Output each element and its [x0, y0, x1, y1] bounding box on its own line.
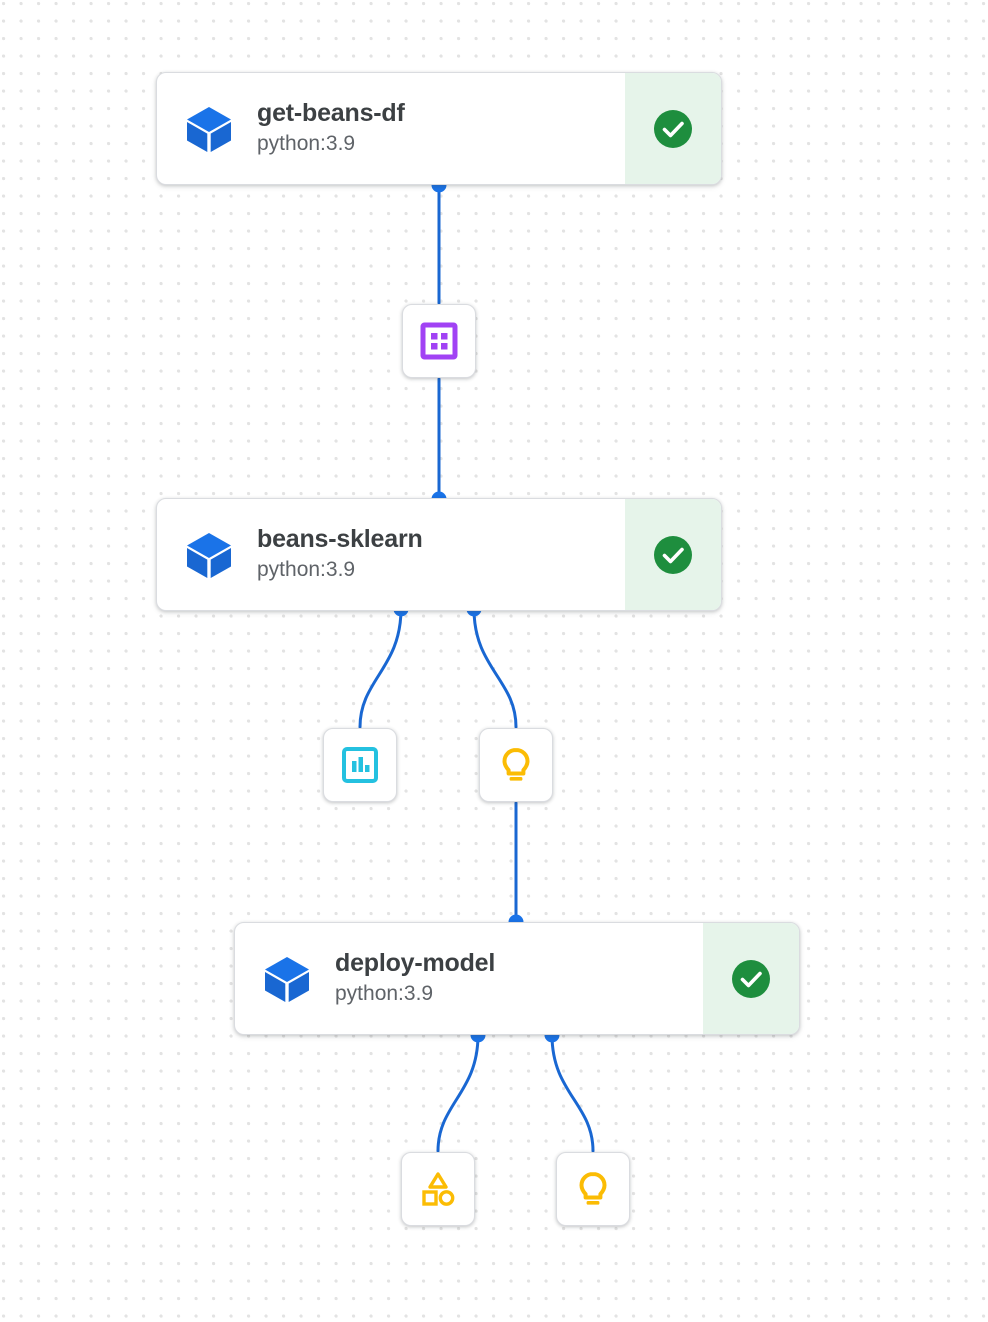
artifact-node-metrics[interactable] [323, 728, 397, 802]
cube-icon [183, 103, 235, 155]
artifact-node-model-1[interactable] [479, 728, 553, 802]
shapes-icon [419, 1170, 457, 1208]
task-node-text: deploy-model python:3.9 [335, 948, 495, 1008]
task-node-subtitle: python:3.9 [257, 132, 356, 156]
task-node-beans-sklearn[interactable]: beans-sklearn python:3.9 [156, 498, 722, 611]
cube-icon [183, 529, 235, 581]
status-badge-succeeded [625, 499, 721, 610]
task-node-subtitle: python:3.9 [257, 558, 356, 582]
dataset-grid-icon [420, 322, 458, 360]
edge-beans-sklearn-to-model [472, 607, 518, 729]
artifact-node-dataset[interactable] [402, 304, 476, 378]
edge-beans-sklearn-to-metrics [358, 607, 403, 729]
edge-deploy-model-to-model2 [550, 1033, 595, 1153]
task-node-text: get-beans-df python:3.9 [257, 98, 405, 158]
task-node-get-beans-df[interactable]: get-beans-df python:3.9 [156, 72, 722, 185]
lightbulb-icon [574, 1170, 612, 1208]
task-node-body: get-beans-df python:3.9 [157, 73, 625, 184]
task-node-body: beans-sklearn python:3.9 [157, 499, 625, 610]
bar-chart-icon [341, 746, 379, 784]
artifact-node-model-2[interactable] [556, 1152, 630, 1226]
task-node-title: deploy-model [335, 949, 496, 978]
task-node-body: deploy-model python:3.9 [235, 923, 703, 1034]
edge-deploy-model-to-shapes [436, 1033, 480, 1153]
task-node-title: get-beans-df [257, 99, 405, 128]
task-node-subtitle: python:3.9 [335, 982, 434, 1006]
artifact-node-shapes[interactable] [401, 1152, 475, 1226]
check-circle-icon [652, 108, 694, 150]
task-node-deploy-model[interactable]: deploy-model python:3.9 [234, 922, 800, 1035]
status-badge-succeeded [625, 73, 721, 184]
task-node-title: beans-sklearn [257, 525, 423, 554]
lightbulb-icon [497, 746, 535, 784]
cube-icon [261, 953, 313, 1005]
task-node-text: beans-sklearn python:3.9 [257, 524, 423, 584]
check-circle-icon [730, 958, 772, 1000]
status-badge-succeeded [703, 923, 799, 1034]
check-circle-icon [652, 534, 694, 576]
